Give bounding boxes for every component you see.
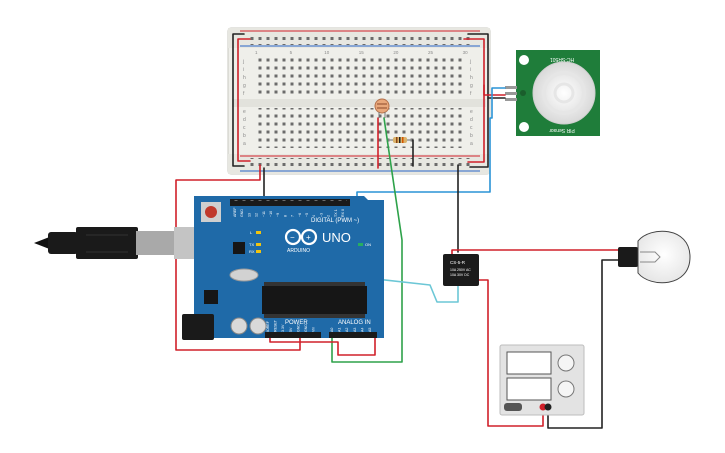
power-pin-label: RESET — [274, 319, 278, 332]
wire-green-a0[interactable] — [331, 117, 403, 363]
pir-sensor[interactable] — [505, 50, 600, 136]
svg-text:a: a — [243, 141, 246, 147]
svg-text:i: i — [470, 67, 471, 73]
usb-plug-icon[interactable] — [34, 227, 202, 259]
svg-text:g: g — [470, 83, 473, 89]
svg-text:h: h — [243, 75, 246, 81]
svg-text:d: d — [243, 117, 246, 123]
relay-module[interactable] — [443, 254, 479, 286]
digital-pin-label: RX 0 — [341, 209, 345, 217]
digital-pin-label: GND — [240, 209, 244, 217]
power-pin-label: Vin — [312, 327, 316, 332]
svg-text:g: g — [243, 83, 246, 89]
digital-pin-label: 4 — [312, 215, 316, 217]
breadboard-column-number: 30 — [463, 50, 469, 55]
power-supply[interactable] — [499, 344, 585, 416]
wire-red-right-rail[interactable] — [463, 38, 485, 163]
digital-pin-label: 7 — [291, 215, 295, 217]
digital-pin-label: 2 — [327, 215, 331, 217]
arduino-on-label: ON — [365, 242, 371, 247]
arduino-l-label: L — [250, 230, 253, 235]
wire-red-left-rail[interactable] — [237, 38, 251, 162]
wire-black-right-rail[interactable] — [467, 33, 489, 168]
svg-text:a: a — [470, 141, 473, 147]
light-bulb-icon[interactable] — [618, 230, 691, 284]
arduino-uno-logo: UNO — [322, 230, 351, 245]
svg-text:c: c — [470, 125, 473, 131]
analog-pin-label: A4 — [360, 328, 364, 332]
svg-text:h: h — [470, 75, 473, 81]
arduino-analog-label: ANALOG IN — [338, 320, 371, 326]
power-pin-label: GND — [296, 324, 300, 332]
relay-label: CS-5-R — [450, 260, 466, 265]
analog-pin-label: A1 — [338, 328, 342, 332]
svg-text:c: c — [243, 125, 246, 131]
relay-rating-dc: 10A 30V DC — [450, 273, 470, 277]
breadboard-column-number: 25 — [428, 50, 434, 55]
power-pin-label: GND — [304, 324, 308, 332]
svg-text:−: − — [290, 233, 295, 242]
digital-pin-label: TX 1 — [334, 209, 338, 217]
power-pin-label: 5V — [289, 327, 293, 332]
digital-pin-label: 13 — [247, 213, 251, 217]
digital-pin-label: ~9 — [276, 213, 280, 217]
digital-pin-label: ~10 — [269, 211, 273, 217]
wire-red-pir[interactable] — [483, 84, 506, 96]
svg-text:b: b — [243, 133, 246, 139]
breadboard-column-number: 1 — [255, 50, 258, 55]
wire-red-relay-supply[interactable] — [477, 279, 544, 427]
svg-text:i: i — [243, 67, 244, 73]
digital-pin-label: AREF — [233, 207, 237, 217]
svg-text:j: j — [469, 59, 471, 65]
resistor[interactable] — [388, 137, 412, 143]
pir-label-top: HC-SR501 — [550, 56, 574, 62]
analog-pin-label: A0 — [330, 328, 334, 332]
power-pin-label: IOREF — [266, 320, 270, 332]
svg-text:f: f — [470, 91, 472, 97]
power-pin-label: 3.3V — [281, 324, 285, 332]
arduino-board[interactable]: − + — [182, 196, 384, 340]
breadboard-column-number: 20 — [393, 50, 399, 55]
digital-pin-label: ~5 — [305, 213, 309, 217]
wire-black-bulb-supply[interactable] — [547, 259, 623, 429]
pir-label-bottom: PIR Sensor — [549, 127, 575, 133]
photoresistor[interactable] — [374, 98, 390, 118]
arduino-power-label: POWER — [285, 320, 308, 326]
digital-pin-label: ~6 — [298, 213, 302, 217]
arduino-rx-label: RX — [249, 249, 255, 254]
relay-rating-ac: 10A 250V AC — [450, 268, 471, 272]
wire-blue-pir[interactable] — [356, 87, 506, 201]
digital-pin-label: ~11 — [262, 211, 266, 217]
svg-text:+: + — [306, 233, 311, 242]
svg-text:d: d — [470, 117, 473, 123]
analog-pin-label: A3 — [353, 328, 357, 332]
breadboard-column-number: 15 — [359, 50, 365, 55]
breadboard-column-number: 10 — [324, 50, 330, 55]
svg-text:f: f — [243, 91, 245, 97]
analog-pin-label: A2 — [345, 328, 349, 332]
wire-red-analog[interactable] — [269, 336, 376, 356]
wire-black-left-rail[interactable] — [232, 33, 245, 167]
arduino-brand: ARDUINO — [287, 248, 310, 254]
breadboard-column-number: 5 — [290, 50, 293, 55]
wire-red-5v[interactable] — [175, 164, 301, 351]
svg-text:j: j — [242, 59, 244, 65]
arduino-digital-label: DIGITAL (PWM ~) — [311, 218, 359, 224]
digital-pin-label: ~3 — [319, 213, 323, 217]
reset-button[interactable] — [205, 206, 217, 218]
digital-pin-label: 12 — [255, 213, 259, 217]
arduino-tx-label: TX — [249, 242, 254, 247]
svg-text:e: e — [243, 109, 246, 115]
svg-text:b: b — [470, 133, 473, 139]
digital-pin-label: 8 — [283, 215, 287, 217]
svg-text:e: e — [470, 109, 473, 115]
analog-pin-label: A5 — [368, 328, 372, 332]
